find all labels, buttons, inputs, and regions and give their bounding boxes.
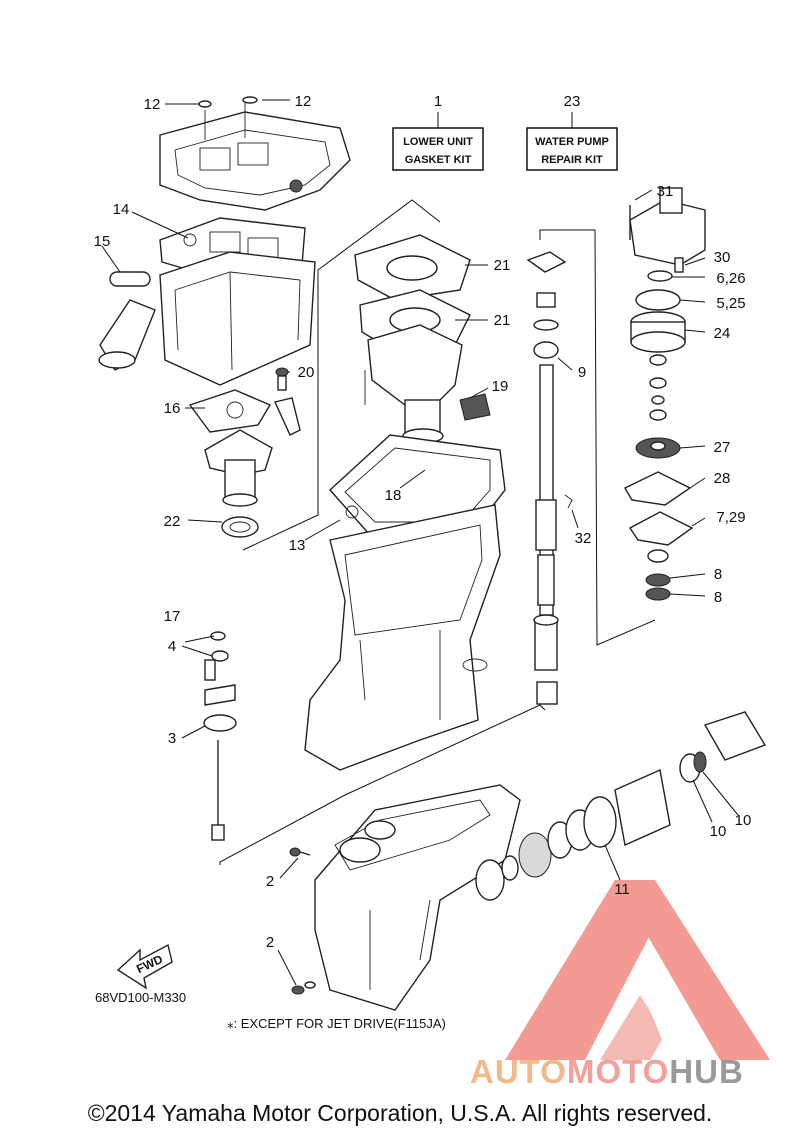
callout-6-26: 6,26 (716, 270, 745, 287)
exhaust-pipe (98, 299, 156, 371)
callout-15: 15 (94, 233, 111, 250)
prop-shaft-parts (475, 711, 767, 901)
drive-shaft-assembly (526, 251, 567, 705)
callout-18: 18 (385, 487, 402, 504)
callout-4: 4 (168, 638, 176, 655)
callout-2-upper: 2 (266, 873, 274, 890)
upper-casing-top (159, 103, 351, 211)
pump-small-parts (649, 354, 667, 421)
gasket-16 (188, 389, 272, 433)
lower-casing (304, 504, 501, 771)
callout-12-right: 12 (295, 93, 312, 110)
gear-case (314, 784, 521, 1011)
bolt-20 (275, 367, 289, 391)
callout-9: 9 (578, 364, 586, 381)
pin-30 (674, 257, 684, 273)
copyright-notice: ©2014 Yamaha Motor Corporation, U.S.A. A… (87, 1100, 713, 1126)
clip-32 (564, 494, 573, 509)
washer-17 (210, 631, 226, 641)
callout-14: 14 (113, 201, 130, 218)
gasket-21-upper (354, 234, 471, 301)
callout-19: 19 (492, 378, 509, 395)
callout-22: 22 (164, 513, 181, 530)
callout-11: 11 (614, 881, 630, 898)
watermark-text-auto: AUTO (470, 1053, 567, 1090)
gasket-kit-line1: LOWER UNIT (403, 136, 473, 148)
o-ring-3 (203, 714, 237, 732)
plug-2-lower (291, 981, 316, 995)
callout-numbers: 12 12 14 15 20 16 21 21 19 18 22 13 9 32… (94, 93, 752, 951)
footnote: ⁎: EXCEPT FOR JET DRIVE(F115JA) (227, 1016, 446, 1031)
callout-17: 17 (164, 608, 181, 625)
seals-8 (645, 549, 671, 601)
callout-10-right: 10 (735, 812, 752, 829)
callout-leaders (101, 96, 739, 986)
plate-28 (624, 471, 692, 506)
callout-21-upper: 21 (494, 257, 511, 274)
callout-5-25: 5,25 (716, 295, 745, 312)
gasket-kit-box: LOWER UNIT GASKET KIT 1 (392, 93, 484, 171)
water-pump-kit-line1: WATER PUMP (535, 136, 609, 148)
o-ring-5-25 (635, 289, 681, 311)
callout-23: 23 (564, 93, 581, 110)
callout-7-29: 7,29 (716, 509, 745, 526)
callout-8-upper: 8 (714, 566, 722, 583)
tube-bend (274, 397, 301, 436)
water-pump-kit-line2: REPAIR KIT (541, 154, 603, 166)
exhaust-housing (159, 251, 316, 386)
callout-10-left: 10 (710, 823, 727, 840)
callout-16: 16 (164, 400, 181, 417)
plug-2-upper (289, 847, 311, 857)
watermark-logo (505, 880, 770, 1060)
watermark-text-hub: HUB (669, 1053, 744, 1090)
upper-gearcase (364, 324, 463, 444)
o-ring-6-26 (647, 270, 673, 282)
callout-30: 30 (714, 249, 731, 266)
callout-8-lower: 8 (714, 589, 722, 606)
callout-2-lower: 2 (266, 934, 274, 951)
watermark-text: AUTOMOTOHUB (470, 1053, 744, 1091)
impeller-27 (635, 437, 681, 459)
callout-20: 20 (298, 364, 315, 381)
callout-1: 1 (434, 93, 442, 110)
seal-15 (109, 271, 151, 287)
bushing-4 (204, 650, 236, 706)
water-pump-kit-box: WATER PUMP REPAIR KIT 23 (526, 93, 618, 171)
plate-19 (459, 393, 491, 421)
callout-3: 3 (168, 730, 176, 747)
shift-rod (211, 740, 225, 841)
diagram-code: 68VD100-M330 (95, 990, 187, 1005)
callout-21-lower: 21 (494, 312, 511, 329)
watermark-text-moto: MOTO (566, 1053, 670, 1090)
callout-32: 32 (575, 530, 592, 547)
cartridge-24 (630, 311, 686, 353)
callout-27: 27 (714, 439, 731, 456)
gasket-kit-line2: GASKET KIT (405, 154, 472, 166)
callout-13: 13 (289, 537, 306, 554)
callout-28: 28 (714, 470, 731, 487)
callout-24: 24 (714, 325, 731, 342)
gasket-7-29 (628, 511, 694, 546)
pump-housing-31 (629, 187, 706, 266)
lower-housing-22 (204, 429, 273, 538)
callout-12-left: 12 (144, 96, 161, 113)
callout-31: 31 (657, 183, 674, 200)
fwd-arrow-icon: FWD (116, 943, 173, 990)
